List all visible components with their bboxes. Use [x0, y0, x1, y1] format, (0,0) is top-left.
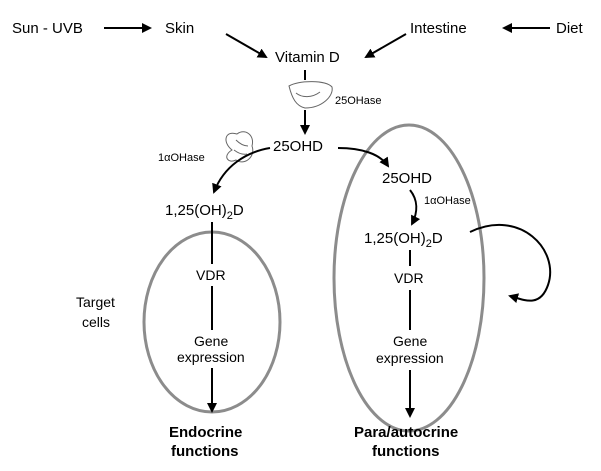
25ohd-right-label: 25OHD: [382, 170, 432, 187]
25ohase-label: 25OHase: [335, 95, 381, 107]
1a-ohase-right-label: 1αOHase: [424, 195, 471, 207]
25ohd-to-right-cell-arrow: [337, 147, 390, 168]
dihydroxy-d-left-label: 1,25(OH)2D: [165, 202, 244, 222]
endocrine-label: Endocrine: [169, 424, 242, 441]
target-cell-right-ellipse: [332, 123, 486, 433]
endocrine-functions-label: functions: [171, 443, 239, 460]
intestine-label: Intestine: [410, 20, 467, 37]
25ohd-label: 25OHD: [273, 138, 323, 155]
para-functions-label: functions: [372, 443, 440, 460]
sun-uvb-label: Sun - UVB: [12, 20, 83, 37]
gene-left-label: Gene: [194, 333, 228, 349]
autocrine-feedback-arrow: [469, 224, 551, 304]
target-label: Target: [76, 294, 115, 310]
intestine-to-vitamin-d-arrow: [364, 33, 407, 58]
cells-label: cells: [82, 314, 110, 330]
diet-label: Diet: [556, 20, 584, 37]
kidney-icon: [225, 131, 254, 163]
vitamin-d-label: Vitamin D: [275, 49, 340, 66]
vdr-right-label: VDR: [394, 270, 424, 286]
vdr-left-label: VDR: [196, 267, 226, 283]
gene-right-label: Gene: [393, 333, 427, 349]
25ohd-to-left-dihydroxy-arrow: [212, 147, 271, 194]
skin-to-vitamin-d-arrow: [225, 33, 268, 58]
gene-expression-right-label: expression: [376, 350, 444, 366]
right-25ohd-to-dihydroxy-arrow: [409, 189, 421, 226]
para-autocrine-label: Para/autocrine: [354, 424, 458, 441]
dihydroxy-d-right-label: 1,25(OH)2D: [364, 230, 443, 250]
liver-icon: [288, 81, 333, 109]
skin-label: Skin: [165, 20, 194, 37]
gene-expression-left-label: expression: [177, 349, 245, 365]
1a-ohase-left-label: 1αOHase: [158, 152, 205, 164]
